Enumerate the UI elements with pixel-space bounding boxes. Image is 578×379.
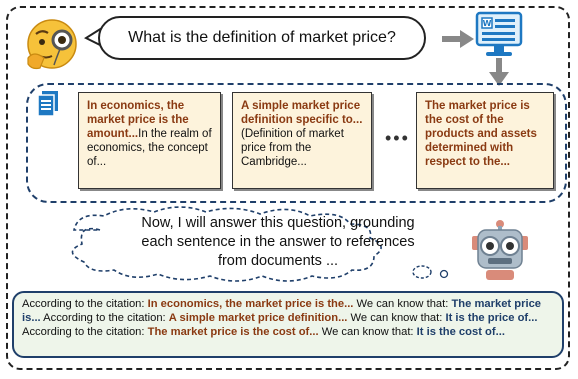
document-text: In the realm of economics, the concept o… [87, 128, 212, 168]
robot-icon [472, 220, 528, 280]
document-stack-icon [37, 91, 58, 117]
claim-prefix: We can know that: [321, 326, 414, 338]
down-arrow-icon [489, 58, 509, 86]
claim-prefix: We can know that: [356, 298, 449, 310]
question-bubble: What is the definition of market price? [98, 16, 426, 60]
claim-text: The market price is... [22, 298, 542, 324]
web-document-monitor-icon: W [475, 11, 523, 56]
citation-prefix: According to the citation: [22, 298, 145, 310]
document-highlight: The market price is the cost of the prod… [425, 100, 537, 168]
citation-text: In economics, the market price is the... [147, 298, 354, 310]
more-documents-ellipsis: ••• [385, 128, 410, 148]
document-highlight: In economics, the market price is the am… [87, 100, 189, 140]
citation-prefix: According to the citation: [22, 326, 145, 338]
claim-text: It is the cost of... [416, 326, 505, 338]
document-card: The market price is the cost of the prod… [416, 92, 554, 189]
citation-prefix: According to the citation: [43, 312, 166, 324]
thought-text: Now, I will answer this question, ground… [141, 215, 415, 269]
grounded-answer-box: According to the citation: In economics,… [12, 291, 564, 358]
document-card: In economics, the market price is the am… [78, 92, 221, 189]
citation-text: A simple market price definition... [168, 312, 348, 324]
thought-cloud [71, 206, 449, 282]
document-text: (Definition of market price from the Cam… [241, 128, 344, 168]
diagram-frame [6, 6, 570, 370]
document-highlight: A simple market price definition specifi… [241, 100, 363, 126]
claim-prefix: We can know that: [350, 312, 443, 324]
retrieved-documents-area [26, 83, 567, 203]
question-text: What is the definition of market price? [128, 29, 396, 46]
claim-text: It is the price of... [445, 312, 538, 324]
right-arrow-icon [442, 30, 474, 48]
document-card: A simple market price definition specifi… [232, 92, 372, 189]
citation-text: The market price is the cost of... [147, 326, 319, 338]
thinking-face-icon [27, 19, 77, 70]
svg-text:W: W [483, 19, 492, 28]
